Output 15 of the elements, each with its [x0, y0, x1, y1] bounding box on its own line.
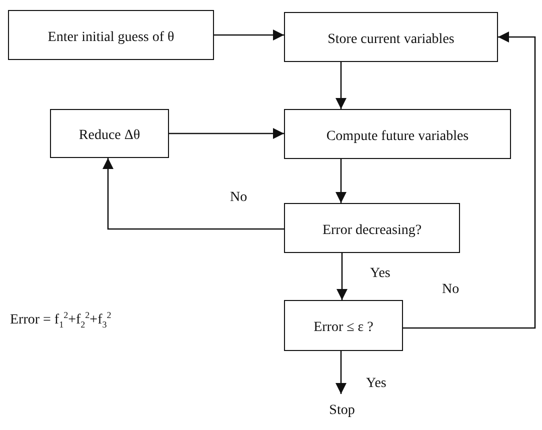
- decision-box: Error decreasing?: [284, 203, 460, 253]
- decision-box: Error ≤ ε ?: [284, 300, 403, 351]
- arrow: [102, 158, 284, 230]
- arrow: [336, 159, 346, 203]
- process-box: Compute future variables: [284, 109, 511, 159]
- arrow: [336, 351, 346, 394]
- arrow: [403, 32, 536, 329]
- process-box: Reduce Δθ: [50, 109, 169, 158]
- arrow: [169, 128, 284, 139]
- arrow: [214, 30, 284, 40]
- stop-label: Stop: [322, 400, 362, 422]
- arrow: [336, 253, 348, 300]
- arrow: [336, 62, 346, 109]
- process-box: Store current variables: [284, 12, 498, 62]
- process-box: Enter initial guess of θ: [8, 10, 214, 60]
